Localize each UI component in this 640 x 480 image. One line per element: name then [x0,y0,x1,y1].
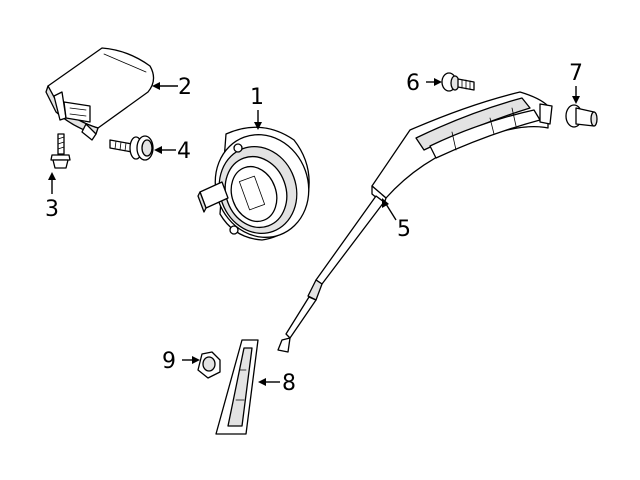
leader-7 [572,86,580,104]
part-7-clip[interactable] [565,104,598,128]
callout-3: 3 [45,197,59,222]
callout-1: 1 [250,85,264,110]
part-2-airbag-module[interactable] [45,47,155,141]
part-9-nut[interactable] [197,351,221,379]
part-3-bolt[interactable] [50,133,71,169]
callout-5: 5 [397,217,411,242]
part-4-bolt-washer[interactable] [109,135,154,161]
callout-2: 2 [178,75,192,100]
leader-3 [48,172,56,194]
leader-2 [152,82,178,90]
leader-5 [382,198,397,221]
part-6-bolt[interactable] [441,72,475,92]
callout-8: 8 [282,371,296,396]
part-5-curtain-airbag[interactable] [277,91,553,353]
callout-6: 6 [406,71,420,96]
leader-6 [426,78,442,86]
leader-8 [258,378,280,386]
leader-9 [182,356,200,364]
callout-7: 7 [569,61,583,86]
leader-4 [154,146,176,154]
leader-1 [254,110,262,130]
callout-4: 4 [177,139,191,164]
callout-9: 9 [162,349,176,374]
part-8-trim-strip[interactable] [215,339,259,435]
part-1-clock-spring[interactable] [197,121,323,250]
